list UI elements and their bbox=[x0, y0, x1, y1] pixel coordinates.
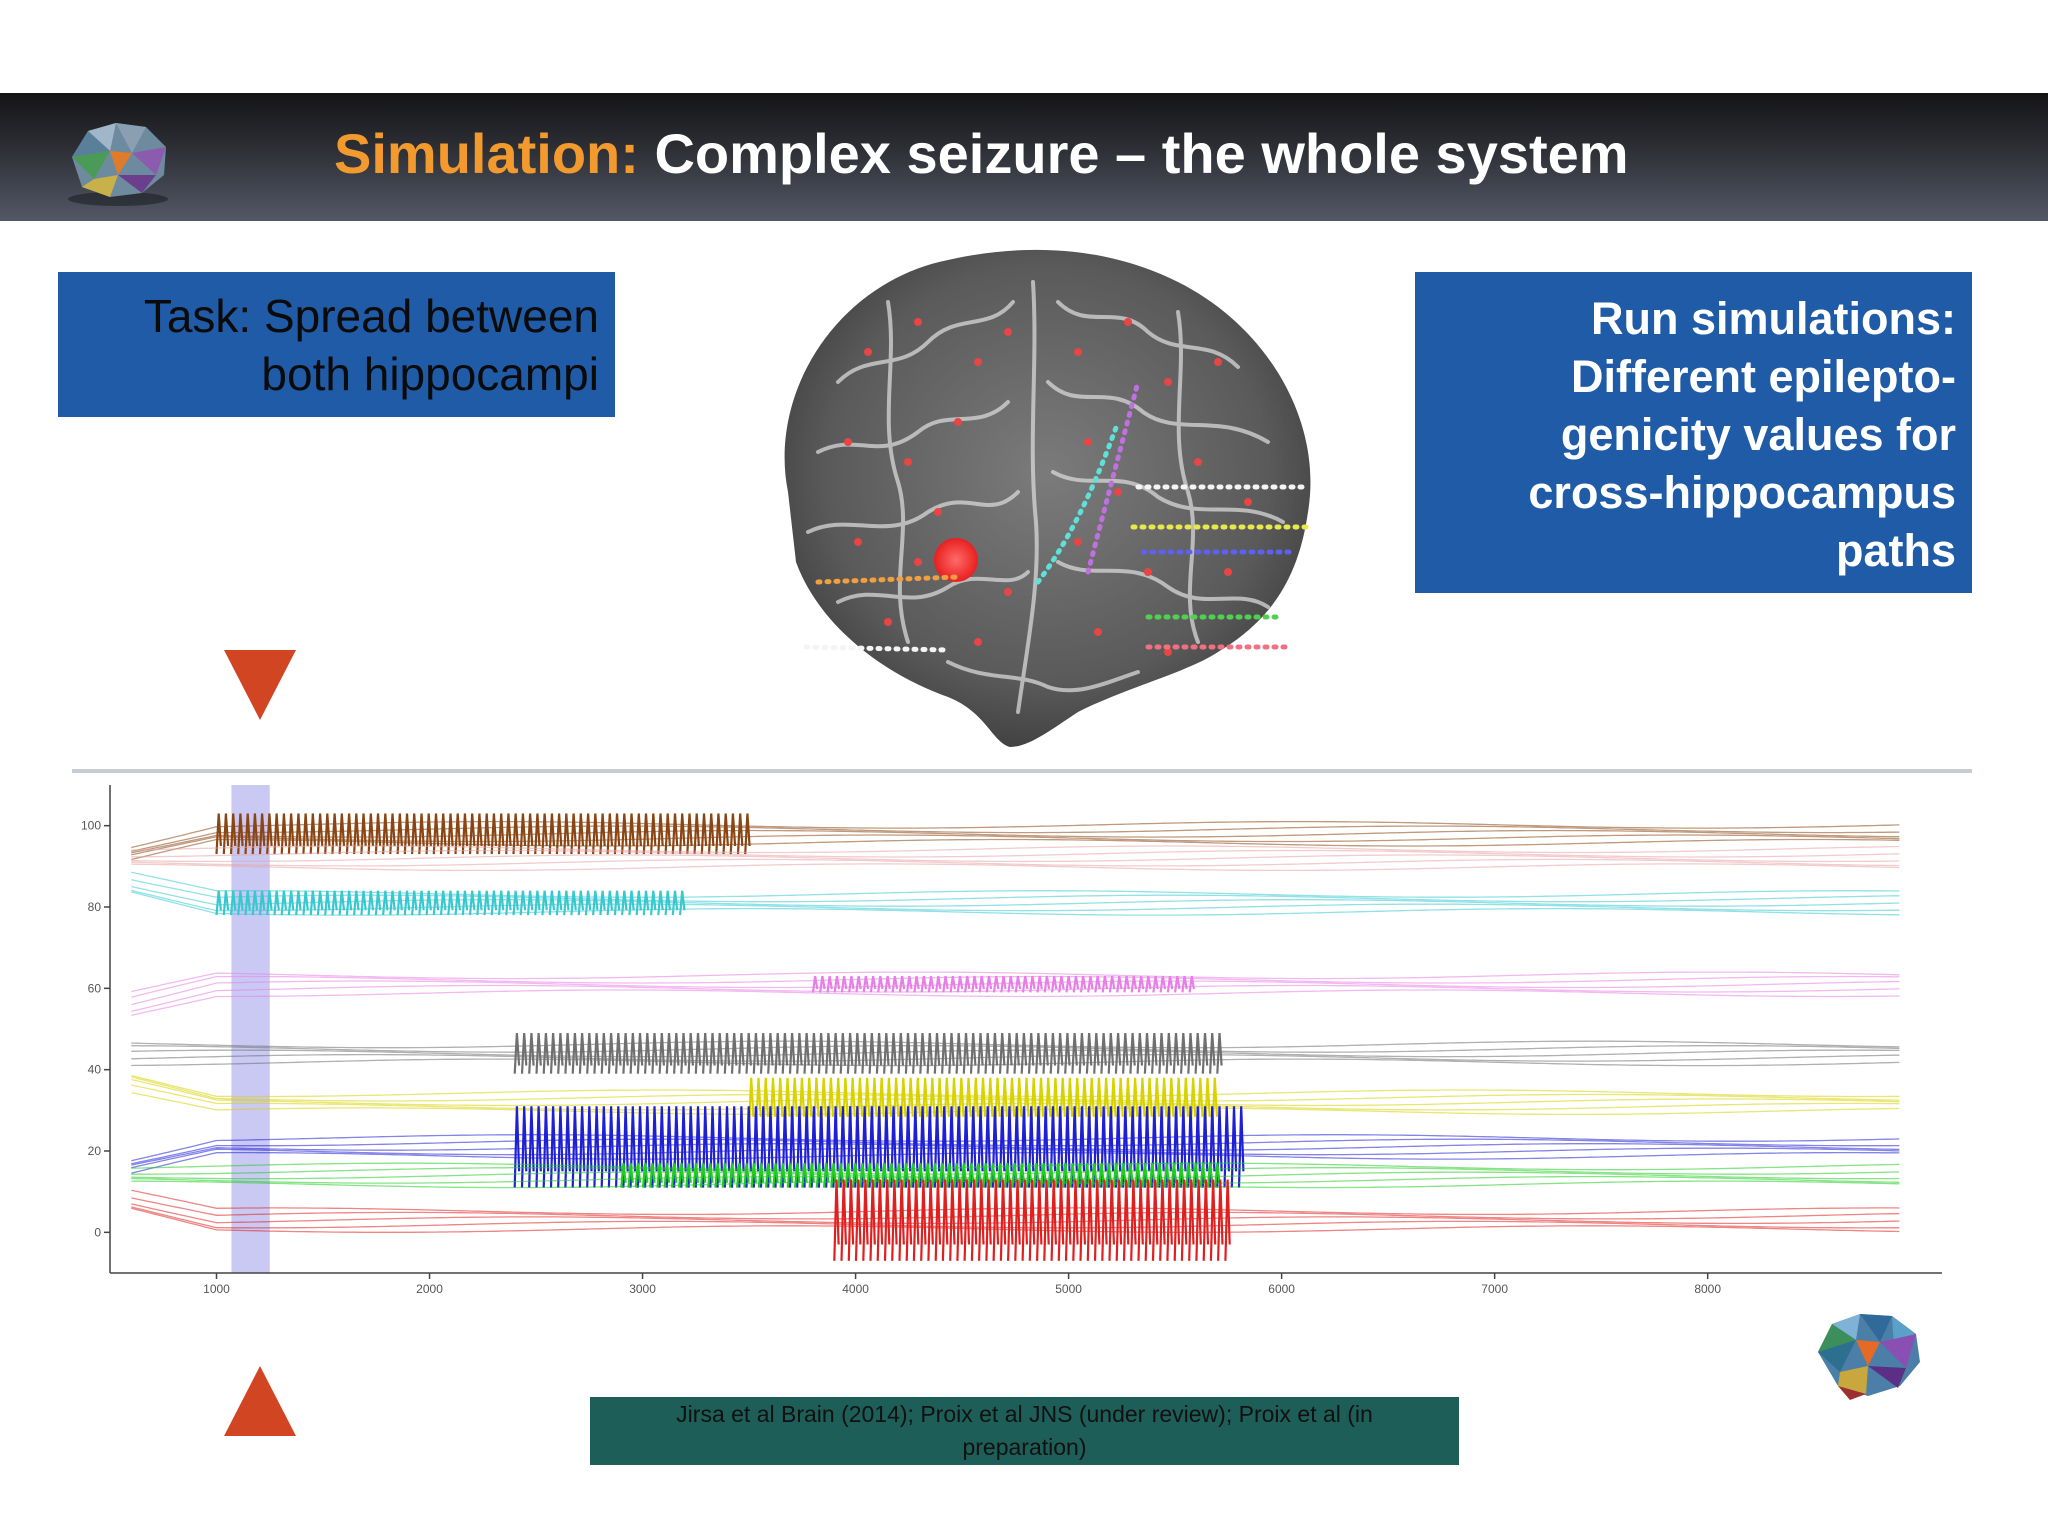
series-3-trace bbox=[131, 980, 1900, 1006]
polygon-brain-logo-icon bbox=[1818, 1314, 1920, 1400]
series-2-trace bbox=[131, 871, 1900, 898]
x-tick-label: 2000 bbox=[416, 1282, 443, 1296]
task-line-1: Task: Spread between bbox=[143, 290, 599, 342]
citation-line-2: preparation) bbox=[962, 1434, 1087, 1461]
series-2-trace bbox=[131, 885, 1900, 907]
citation-box: Jirsa et al Brain (2014); Proix et al JN… bbox=[590, 1397, 1459, 1465]
y-tick-label: 40 bbox=[88, 1063, 102, 1077]
seizure-timeseries-chart: 0 20 40 60 80 100 1000 2000 3000 4000 5000 6000 7000… bbox=[72, 765, 1972, 1305]
x-tick-label: 1000 bbox=[203, 1282, 230, 1296]
run-line-5: paths bbox=[1835, 525, 1956, 577]
task-box: Task: Spread between both hippocampi bbox=[58, 272, 615, 417]
task-line-2: both hippocampi bbox=[261, 347, 599, 400]
series-3-burst bbox=[811, 975, 1195, 993]
series-0 bbox=[131, 813, 1900, 861]
series-8 bbox=[131, 1179, 1900, 1261]
series-5-trace bbox=[131, 1076, 1900, 1102]
series-6 bbox=[131, 1106, 1900, 1188]
series-1 bbox=[131, 845, 1900, 872]
series-4-burst bbox=[513, 1033, 1223, 1074]
series-4 bbox=[131, 1033, 1900, 1074]
y-tick-label: 80 bbox=[88, 900, 102, 914]
y-tick-label: 20 bbox=[88, 1144, 102, 1158]
run-line-1: Run simulations: bbox=[1590, 293, 1956, 344]
series-1-trace bbox=[131, 854, 1900, 863]
series-7-trace bbox=[131, 1180, 1900, 1189]
series-8-trace bbox=[131, 1197, 1900, 1220]
series-1-trace bbox=[131, 845, 1900, 854]
y-tick-label: 100 bbox=[81, 819, 101, 833]
x-tick-label: 8000 bbox=[1694, 1282, 1721, 1296]
polygon-brain-logo-icon bbox=[68, 123, 168, 206]
series-0-trace bbox=[131, 829, 1900, 854]
series-0-trace bbox=[131, 825, 1900, 852]
up-arrow-icon bbox=[224, 1366, 296, 1436]
down-arrow-icon bbox=[224, 650, 296, 720]
series-1-trace bbox=[131, 858, 1900, 867]
series-1-trace bbox=[131, 863, 1900, 872]
series-8-trace bbox=[131, 1189, 1900, 1216]
series-5-trace bbox=[131, 1074, 1900, 1098]
x-tick-label: 6000 bbox=[1268, 1282, 1295, 1296]
series-5-burst bbox=[748, 1077, 1219, 1127]
series-2 bbox=[131, 871, 1900, 916]
series-0-trace bbox=[131, 834, 1900, 856]
series-7-burst bbox=[620, 1163, 1221, 1188]
series-6-burst bbox=[513, 1106, 1245, 1188]
series-7 bbox=[131, 1162, 1900, 1189]
citation-line-1: Jirsa et al Brain (2014); Proix et al JN… bbox=[676, 1401, 1373, 1427]
series-7-trace bbox=[131, 1175, 1900, 1184]
series-8-burst bbox=[833, 1179, 1231, 1261]
series-2-trace bbox=[131, 889, 1900, 912]
series-1-trace bbox=[131, 849, 1900, 858]
run-simulations-box: Run simulations: Different epilepto- gen… bbox=[1415, 272, 1972, 593]
x-tick-label: 4000 bbox=[842, 1282, 869, 1296]
series-0-burst bbox=[215, 813, 751, 855]
brain-electrode-figure bbox=[784, 249, 1311, 747]
title-main: Complex seizure – the whole system bbox=[654, 122, 1629, 185]
x-tick-label: 7000 bbox=[1481, 1282, 1508, 1296]
run-line-2: Different epilepto- bbox=[1570, 351, 1956, 403]
series-3-trace bbox=[131, 971, 1900, 993]
slide-title: Simulation: Complex seizure – the whole … bbox=[334, 123, 1629, 185]
y-tick-label: 60 bbox=[88, 981, 102, 995]
series-5-trace bbox=[131, 1078, 1900, 1107]
y-tick-label: 0 bbox=[94, 1225, 101, 1239]
series-3-trace bbox=[131, 975, 1900, 998]
series-5-trace bbox=[131, 1091, 1900, 1116]
series-3 bbox=[131, 971, 1900, 1016]
series-3-trace bbox=[131, 989, 1900, 1016]
series-2-trace bbox=[131, 879, 1900, 903]
series-5-trace bbox=[131, 1084, 1900, 1111]
x-tick-label: 5000 bbox=[1055, 1282, 1082, 1296]
series-2-burst bbox=[215, 890, 686, 916]
slide-header: Simulation: Complex seizure – the whole … bbox=[0, 93, 2048, 221]
highlight-band bbox=[231, 785, 270, 1273]
x-tick-label: 3000 bbox=[629, 1282, 656, 1296]
run-line-4: cross-hippocampus bbox=[1528, 467, 1956, 519]
series-5 bbox=[131, 1074, 1900, 1127]
run-line-3: genicity values for bbox=[1560, 409, 1956, 461]
series-0-trace bbox=[131, 820, 1900, 849]
series-0-trace bbox=[131, 838, 1900, 861]
title-accent: Simulation: bbox=[334, 122, 639, 185]
